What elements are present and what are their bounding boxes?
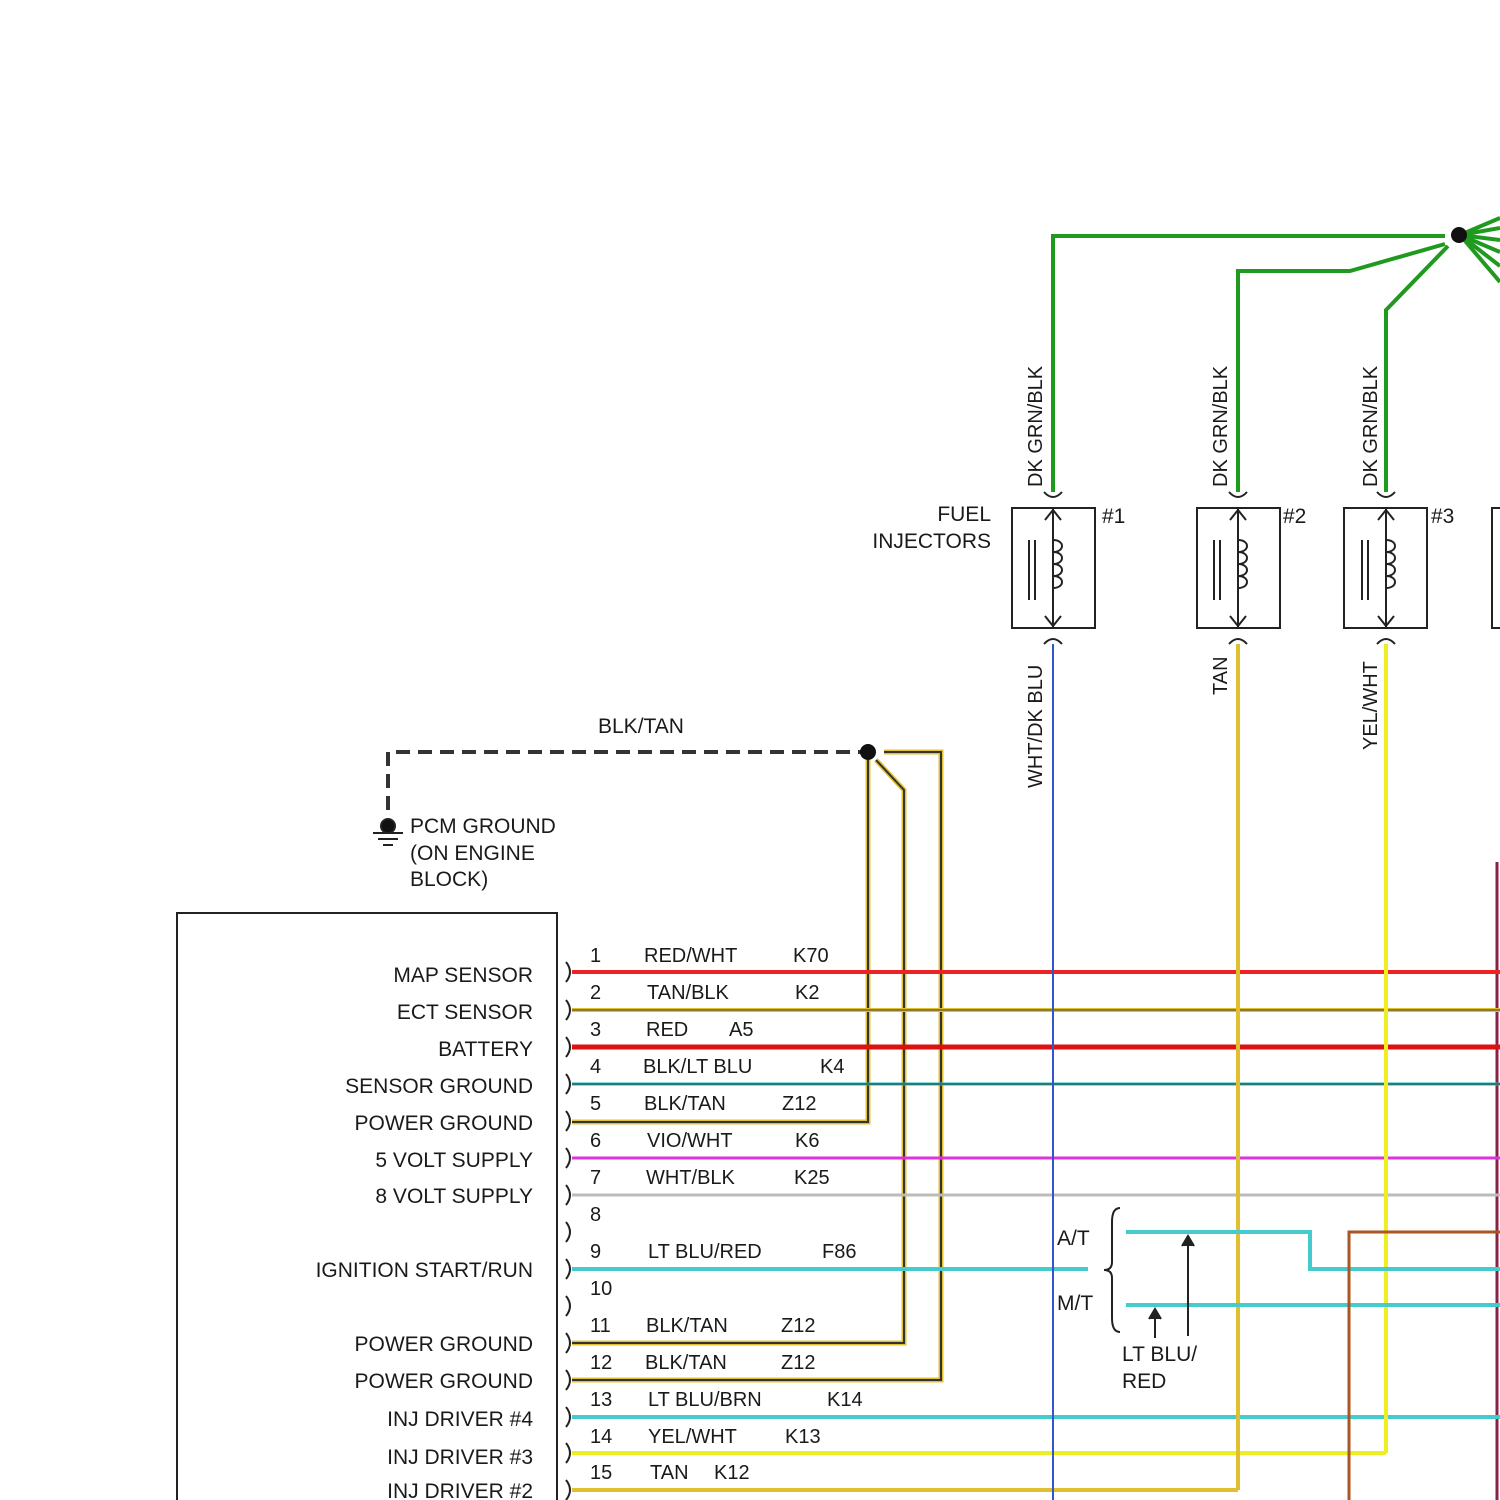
circuit-id-label: K70 <box>793 945 829 967</box>
wire-color-label: BLK/TAN <box>645 1352 727 1374</box>
function-label: POWER GROUND <box>355 1333 534 1356</box>
injector-3 <box>1344 492 1427 644</box>
circuit-id-label: Z12 <box>782 1093 816 1115</box>
injector-3-top-wire-label: DK GRN/BLK <box>1360 365 1382 487</box>
circuit-id-label: K4 <box>820 1056 844 1078</box>
wire-color-label: YEL/WHT <box>648 1426 737 1448</box>
pin-number: 4 <box>590 1056 601 1078</box>
circuit-id-label: K12 <box>714 1462 750 1484</box>
injector-2-top-wire-label: DK GRN/BLK <box>1210 365 1232 487</box>
pin-number: 12 <box>590 1352 612 1374</box>
ground-wire-dashed <box>388 752 868 810</box>
pin-number: 6 <box>590 1130 601 1152</box>
function-label: INJ DRIVER #2 <box>387 1480 533 1500</box>
pin-number: 2 <box>590 982 601 1004</box>
function-label: ECT SENSOR <box>397 1001 533 1024</box>
function-label: SENSOR GROUND <box>345 1075 533 1098</box>
pin-number: 3 <box>590 1019 601 1041</box>
injector-2 <box>1197 492 1280 644</box>
supply-wire-3 <box>1386 246 1448 492</box>
supply-splice <box>1451 227 1467 243</box>
at-label: A/T <box>1057 1227 1090 1250</box>
pin-number: 8 <box>590 1204 601 1226</box>
pcm-pin-numbers: 1 2 3 4 5 6 7 8 9 10 11 12 13 14 15 <box>590 945 612 1484</box>
circuit-id-label: Z12 <box>781 1315 815 1337</box>
circuit-id-label: K14 <box>827 1389 863 1411</box>
mt-label: M/T <box>1057 1292 1093 1315</box>
wire-color-label: TAN/BLK <box>647 982 730 1004</box>
pin-number: 7 <box>590 1167 601 1189</box>
wire-color-label: LT BLU/BRN <box>648 1389 762 1411</box>
function-label: INJ DRIVER #3 <box>387 1446 533 1469</box>
function-label: 5 VOLT SUPPLY <box>375 1149 533 1172</box>
injectors-title-line1: FUEL <box>937 503 991 526</box>
function-label: MAP SENSOR <box>393 964 533 987</box>
injector-1-top-wire-label: DK GRN/BLK <box>1025 365 1047 487</box>
wire-color-label: LT BLU/RED <box>648 1241 762 1263</box>
circuit-id-label: F86 <box>822 1241 856 1263</box>
pcm-connector-terminals <box>566 962 570 1500</box>
injector-1-bottom-wire-label: WHT/DK BLU <box>1025 665 1047 788</box>
ground-label-line3: BLOCK) <box>410 868 488 891</box>
function-label: IGNITION START/RUN <box>316 1259 533 1282</box>
injectors-title-line2: INJECTORS <box>872 530 991 553</box>
injector-1-number: #1 <box>1102 505 1125 528</box>
pin-number: 13 <box>590 1389 612 1411</box>
circuit-id-label: K25 <box>794 1167 830 1189</box>
wire-color-label: RED <box>646 1019 688 1041</box>
pin-number: 1 <box>590 945 601 967</box>
ground-runs <box>572 752 941 1380</box>
function-label: 8 VOLT SUPPLY <box>375 1185 533 1208</box>
function-label: POWER GROUND <box>355 1112 534 1135</box>
wire-color-label: WHT/BLK <box>646 1167 736 1189</box>
circuit-id-label: A5 <box>729 1019 753 1041</box>
circuit-id-label: K13 <box>785 1426 821 1448</box>
injector-return-wires <box>1053 644 1386 1500</box>
wire-color-label: RED/WHT <box>644 945 737 967</box>
circuit-id-label: K2 <box>795 982 819 1004</box>
injector-3-number: #3 <box>1431 505 1454 528</box>
injector-1 <box>1012 492 1095 644</box>
pin-number: 10 <box>590 1278 612 1300</box>
injector-4-partial <box>1492 508 1500 628</box>
ground-wire-label: BLK/TAN <box>598 715 684 738</box>
function-label: POWER GROUND <box>355 1370 534 1393</box>
circuit-id-label: K6 <box>795 1130 819 1152</box>
injector-supply-wires <box>1053 218 1500 492</box>
ground-splice <box>860 744 876 760</box>
circuit-id-label: Z12 <box>781 1352 815 1374</box>
wire-color-label: TAN <box>650 1462 689 1484</box>
pin-number: 5 <box>590 1093 601 1115</box>
pin-number: 9 <box>590 1241 601 1263</box>
injector-2-bottom-wire-label: TAN <box>1210 656 1232 695</box>
wire-color-label: VIO/WHT <box>647 1130 733 1152</box>
pin-number: 14 <box>590 1426 612 1448</box>
wire-color-label: BLK/TAN <box>646 1315 728 1337</box>
transmission-wire-label-line2: RED <box>1122 1370 1166 1393</box>
pin-number: 15 <box>590 1462 612 1484</box>
ground-label-line1: PCM GROUND <box>410 815 556 838</box>
ground-label-line2: (ON ENGINE <box>410 842 535 865</box>
function-label: BATTERY <box>438 1038 533 1061</box>
wire-color-label: BLK/LT BLU <box>643 1056 752 1078</box>
function-label: INJ DRIVER #4 <box>387 1408 533 1431</box>
injector-2-number: #2 <box>1283 505 1306 528</box>
transmission-wire-label-line1: LT BLU/ <box>1122 1343 1197 1366</box>
pin-number: 11 <box>590 1315 611 1337</box>
ground-symbol <box>373 819 403 845</box>
wire-color-label: BLK/TAN <box>644 1093 726 1115</box>
injector-3-bottom-wire-label: YEL/WHT <box>1360 661 1382 750</box>
